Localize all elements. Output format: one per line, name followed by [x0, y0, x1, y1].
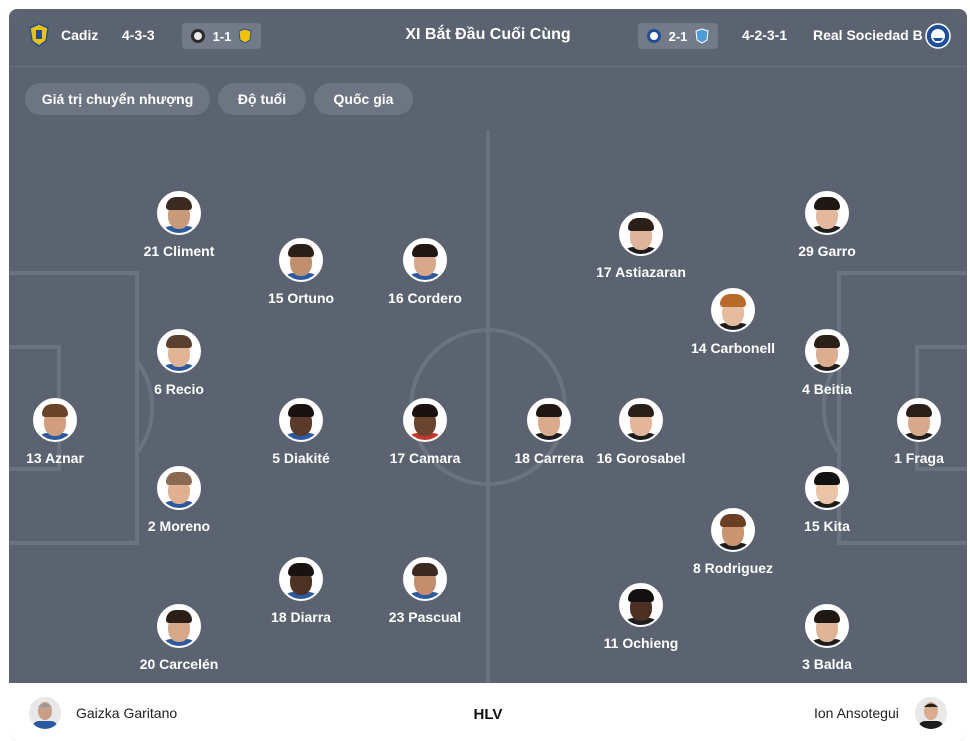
player-label: 11 Ochieng: [603, 635, 679, 651]
away-player-1-fraga[interactable]: 1 Fraga: [854, 398, 967, 466]
player-avatar: [157, 191, 201, 235]
player-label: 8 Rodriguez: [692, 560, 774, 576]
away-player-17-astiazaran[interactable]: 17 Astiazaran: [576, 212, 706, 280]
player-avatar: [897, 398, 941, 442]
away-last-score: 2-1: [668, 29, 688, 44]
cadiz-crest-icon: [29, 23, 49, 47]
home-last-result[interactable]: 1-1: [182, 23, 261, 49]
home-player-15-ortuno[interactable]: 15 Ortuno: [236, 238, 366, 306]
away-player-11-ochieng[interactable]: 11 Ochieng: [576, 583, 706, 651]
player-label: 17 Camara: [389, 450, 461, 466]
player-label: 21 Climent: [143, 243, 215, 259]
away-formation: 4-2-3-1: [742, 27, 788, 43]
player-avatar: [157, 466, 201, 510]
player-avatar: [279, 557, 323, 601]
player-avatar: [619, 398, 663, 442]
player-label: 2 Moreno: [147, 518, 211, 534]
page-title: XI Bắt Đầu Cuối Cùng: [405, 26, 571, 43]
lineup-header: Cadiz 4-3-3 1-1 XI Bắt Đầu Cuối Cùng 2-1…: [9, 9, 967, 67]
home-coach-name[interactable]: Gaizka Garitano: [76, 705, 178, 721]
away-player-4-beitia[interactable]: 4 Beitia: [762, 329, 892, 397]
coach-label: HLV: [473, 706, 503, 723]
home-player-2-moreno[interactable]: 2 Moreno: [114, 466, 244, 534]
home-player-13-aznar[interactable]: 13 Aznar: [9, 398, 120, 466]
player-label: 18 Diarra: [271, 609, 331, 625]
home-player-23-pascual[interactable]: 23 Pascual: [360, 557, 490, 625]
home-formation: 4-3-3: [122, 27, 155, 43]
home-player-5-diakite[interactable]: 5 Diakité: [236, 398, 366, 466]
player-label: 16 Gorosabel: [596, 450, 686, 466]
player-label: 14 Carbonell: [690, 340, 776, 356]
pitch: 21 Climent 15 Ortuno 16 Cordero 6 Recio 13 A…: [9, 131, 967, 683]
away-team-name[interactable]: Real Sociedad B: [813, 27, 923, 43]
away-coach-avatar: [915, 697, 947, 729]
home-player-18-diarra[interactable]: 18 Diarra: [236, 557, 366, 625]
player-avatar: [403, 238, 447, 282]
home-player-16-cordero[interactable]: 16 Cordero: [360, 238, 490, 306]
player-avatar: [805, 329, 849, 373]
filter-age-button[interactable]: Độ tuổi: [218, 83, 306, 115]
away-player-8-rodriguez[interactable]: 8 Rodriguez: [668, 508, 798, 576]
real-sociedad-mini-crest-icon: [647, 29, 661, 43]
player-avatar: [157, 329, 201, 373]
player-label: 29 Garro: [798, 243, 856, 259]
home-player-21-climent[interactable]: 21 Climent: [114, 191, 244, 259]
filter-bar: Giá trị chuyển nhượng Độ tuổi Quốc gia: [9, 67, 967, 131]
real-sociedad-crest-icon: [925, 23, 951, 49]
player-label: 3 Balda: [802, 656, 852, 672]
cadiz-mini-crest-icon: [238, 28, 252, 44]
lineup-card: Cadiz 4-3-3 1-1 XI Bắt Đầu Cuối Cùng 2-1…: [9, 9, 967, 741]
home-player-17-camara[interactable]: 17 Camara: [360, 398, 490, 466]
player-label: 4 Beitia: [802, 381, 852, 397]
player-label: 16 Cordero: [388, 290, 462, 306]
away-player-15-kita[interactable]: 15 Kita: [762, 466, 892, 534]
away-player-3-balda[interactable]: 3 Balda: [762, 604, 892, 672]
player-label: 18 Carrera: [514, 450, 584, 466]
player-avatar: [711, 508, 755, 552]
player-avatar: [33, 398, 77, 442]
player-label: 1 Fraga: [894, 450, 944, 466]
player-label: 13 Aznar: [26, 450, 84, 466]
away-coach-name[interactable]: Ion Ansotegui: [814, 705, 899, 721]
player-label: 15 Kita: [804, 518, 850, 534]
player-avatar: [157, 604, 201, 648]
player-avatar: [279, 238, 323, 282]
player-avatar: [805, 466, 849, 510]
home-team-name[interactable]: Cadiz: [61, 27, 99, 43]
player-avatar: [619, 212, 663, 256]
home-player-20-carcelen[interactable]: 20 Carcelén: [114, 604, 244, 672]
player-avatar: [403, 398, 447, 442]
player-label: 17 Astiazaran: [596, 264, 686, 280]
player-avatar: [619, 583, 663, 627]
away-last-result[interactable]: 2-1: [638, 23, 718, 49]
malaga-crest-icon: [695, 28, 709, 44]
burgos-crest-icon: [191, 29, 205, 43]
home-player-6-recio[interactable]: 6 Recio: [114, 329, 244, 397]
player-avatar: [279, 398, 323, 442]
player-avatar: [527, 398, 571, 442]
player-label: 5 Diakité: [272, 450, 330, 466]
player-label: 6 Recio: [154, 381, 204, 397]
player-label: 23 Pascual: [388, 609, 462, 625]
home-last-score: 1-1: [212, 29, 232, 44]
coach-bar: Gaizka Garitano HLV Ion Ansotegui: [9, 683, 967, 741]
filter-market-value-button[interactable]: Giá trị chuyển nhượng: [25, 83, 210, 115]
filter-country-button[interactable]: Quốc gia: [314, 83, 413, 115]
away-player-29-garro[interactable]: 29 Garro: [762, 191, 892, 259]
player-avatar: [805, 604, 849, 648]
home-coach-avatar: [29, 697, 61, 729]
away-player-16-gorosabel[interactable]: 16 Gorosabel: [576, 398, 706, 466]
player-avatar: [711, 288, 755, 332]
away-player-14-carbonell[interactable]: 14 Carbonell: [668, 288, 798, 356]
away-player-18-carrera[interactable]: 18 Carrera: [484, 398, 614, 466]
player-label: 15 Ortuno: [267, 290, 335, 306]
player-avatar: [805, 191, 849, 235]
player-label: 20 Carcelén: [139, 656, 219, 672]
player-avatar: [403, 557, 447, 601]
